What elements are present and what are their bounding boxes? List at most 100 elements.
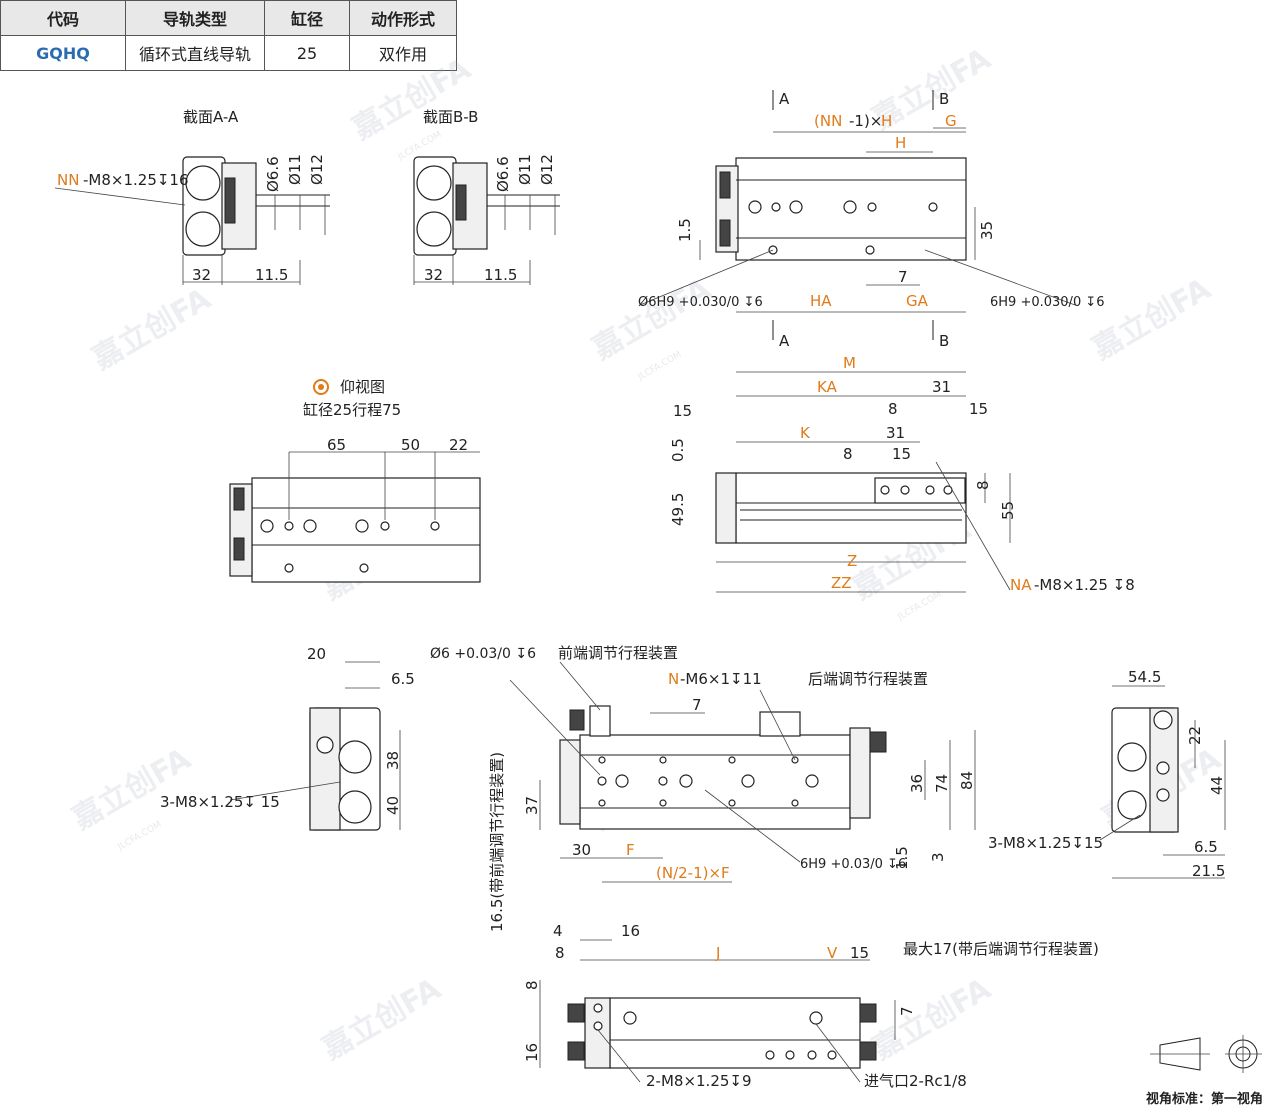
- dim-65: 6.5: [391, 670, 415, 688]
- dim-36: 36: [908, 774, 926, 793]
- dim-44: 44: [1208, 776, 1226, 795]
- dim-v: V: [827, 944, 838, 962]
- svg-text:嘉立创FA: 嘉立创FA: [317, 971, 448, 1067]
- dim-37: 37: [523, 796, 541, 815]
- rear-adj-label: 后端调节行程装置: [808, 670, 928, 688]
- dim-3: 3: [929, 852, 947, 862]
- dim-20: 20: [307, 645, 326, 663]
- dim-d12: Ø12: [308, 154, 326, 185]
- n-label: -M6×1↧11: [680, 670, 762, 688]
- dim-65b: 6.5: [1194, 838, 1218, 856]
- dim-16: 16: [621, 922, 640, 940]
- cell-bore: 25: [264, 35, 350, 71]
- sec-b-top: B: [939, 90, 949, 108]
- dim-05: 0.5: [669, 438, 687, 462]
- section-aa-drawing: [54, 156, 330, 285]
- top-view-drawing: [639, 90, 1076, 340]
- na-orange: NA: [1010, 576, 1032, 594]
- sec-a-top: A: [779, 90, 790, 108]
- bv-50: 50: [401, 436, 420, 454]
- nn-thread-label: -M8×1.25↧16: [83, 171, 189, 189]
- svg-text:JLCFA.COM: JLCFA.COM: [896, 590, 944, 623]
- th-action: 动作形式: [349, 0, 457, 36]
- dim-495: 49.5: [669, 493, 687, 526]
- dim-30: 30: [572, 841, 591, 859]
- m8-9-label: 2-M8×1.25↧9: [646, 1072, 752, 1090]
- dim-d12-b: Ø12: [538, 154, 556, 185]
- dim-h: H: [895, 134, 906, 152]
- dim-32a: 32: [192, 266, 211, 284]
- sec-b-bot: B: [939, 332, 949, 350]
- dim-8e: 8: [523, 980, 541, 990]
- dim-31b: 31: [886, 424, 905, 442]
- bottom-view-drawing: [229, 451, 481, 583]
- label-section-bb: 截面B-B: [423, 108, 478, 126]
- label-bottom-view: 仰视图: [340, 378, 385, 396]
- dim-15-top: 1.5: [676, 218, 694, 242]
- dim-d11: Ø11: [286, 154, 304, 185]
- dim-7b: 7: [692, 696, 702, 714]
- dim-215: 21.5: [1192, 862, 1225, 880]
- nn-thread-orange: NN: [57, 171, 79, 189]
- dim-f: F: [626, 841, 635, 859]
- dim-d11-b: Ø11: [516, 154, 534, 185]
- front-adj-label: 前端调节行程装置: [558, 644, 678, 662]
- svg-text:JLCFA.COM: JLCFA.COM: [116, 820, 164, 853]
- svg-text:JLCFA.COM: JLCFA.COM: [636, 350, 684, 383]
- dim-ha: HA: [810, 292, 832, 310]
- dim-m: M: [843, 354, 856, 372]
- pin-top-label: Ø6 +0.03/0 ↧6: [430, 646, 536, 662]
- dim-35: 35: [978, 221, 996, 240]
- dim-15e: 1.5: [893, 846, 911, 870]
- dim-8b: 8: [843, 445, 853, 463]
- dim-115a: 11.5: [255, 266, 288, 284]
- dim-8c: 8: [974, 480, 992, 490]
- pin-right-label: 6H9 +0.030/0 ↧6: [990, 295, 1105, 310]
- spec-table: 代码 导轨类型 缸径 动作形式 GQHQ 循环式直线导轨 25 双作用: [0, 0, 457, 71]
- m8-15b-label: 3-M8×1.25↧15: [988, 834, 1103, 852]
- dim-115b: 11.5: [484, 266, 517, 284]
- dim-22: 22: [1186, 726, 1204, 745]
- vert-165-label: 16.5(带前端调节行程装置): [488, 752, 506, 932]
- end-view-left-drawing: [229, 661, 401, 831]
- th-code: 代码: [0, 0, 126, 36]
- dim-15b: 15: [673, 402, 692, 420]
- dim-7: 7: [898, 268, 908, 286]
- svg-text:嘉立创FA: 嘉立创FA: [867, 971, 998, 1067]
- inlet-label: 进气口2-Rc1/8: [864, 1072, 967, 1090]
- dim-4: 4: [553, 922, 563, 940]
- nn1-orange: (NN: [814, 112, 842, 130]
- first-angle-projection-icon: [1150, 1035, 1262, 1073]
- dim-55: 55: [999, 501, 1017, 520]
- bottom-side-drawing: [539, 939, 896, 1083]
- dim-nf: (N/2-1)×F: [656, 864, 730, 882]
- dim-31a: 31: [932, 378, 951, 396]
- dim-z: Z: [847, 552, 857, 570]
- bv-65: 65: [327, 436, 346, 454]
- dim-k: K: [800, 424, 811, 442]
- dim-zz: ZZ: [831, 574, 852, 592]
- dim-8d: 8: [555, 944, 565, 962]
- dim-32b: 32: [424, 266, 443, 284]
- front-view-drawing: [509, 661, 976, 883]
- dim-d66-b: Ø6.6: [494, 156, 512, 192]
- dim-8a: 8: [888, 400, 898, 418]
- dim-16b: 16: [523, 1043, 541, 1062]
- cell-code: GQHQ: [0, 35, 126, 71]
- dim-15d: 15: [892, 445, 911, 463]
- svg-text:嘉立创FA: 嘉立创FA: [1087, 271, 1218, 367]
- sec-a-bot: A: [779, 332, 790, 350]
- pin-left-label: Ø6H9 +0.030/0 ↧6: [638, 295, 763, 310]
- dim-38: 38: [384, 751, 402, 770]
- section-bb-drawing: [413, 156, 560, 285]
- dim-d66: Ø6.6: [264, 156, 282, 192]
- cell-action: 双作用: [349, 35, 457, 71]
- dim-7c: 7: [898, 1006, 916, 1016]
- svg-text:嘉立创FA: 嘉立创FA: [67, 741, 198, 837]
- svg-text:嘉立创FA: 嘉立创FA: [87, 281, 218, 377]
- view-standard-label: 视角标准：第一视角: [1146, 1091, 1263, 1107]
- end-view-right-drawing: [1099, 685, 1226, 879]
- svg-text:嘉立创FA: 嘉立创FA: [347, 51, 478, 147]
- nn1-rest: -1)×: [849, 112, 882, 130]
